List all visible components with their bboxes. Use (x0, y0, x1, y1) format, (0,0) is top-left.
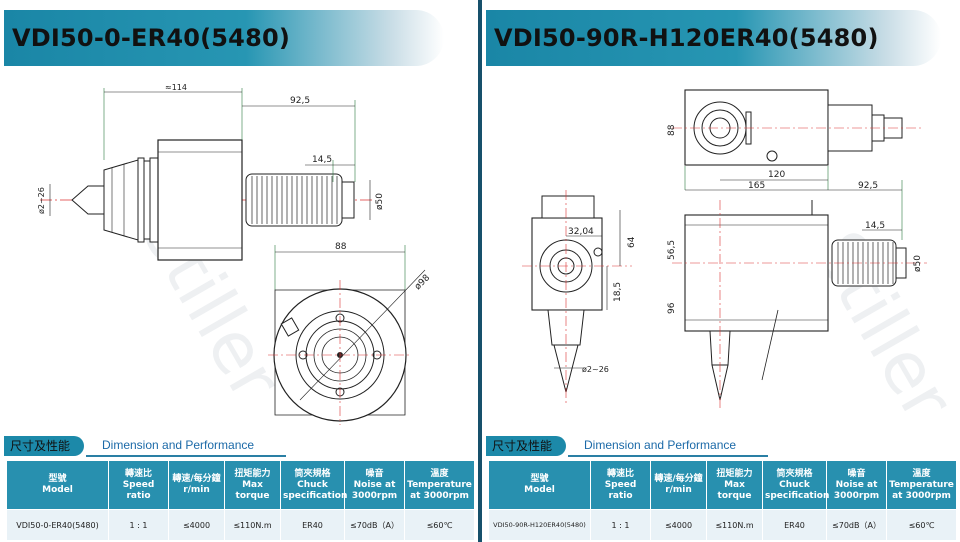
right-dim-18-label: 18,5 (613, 282, 623, 302)
left-serrated-shank (245, 173, 343, 227)
right-cell-temperature: ≤60℃ (886, 509, 957, 541)
right-technical-drawing: Stiller 88 120 165 92,5 14,5 ø50 56,5 96 (522, 89, 960, 434)
right-cell-noise: ≤70dB（A） (826, 509, 887, 541)
right-title-bar: VDI50-90R-H120ER40(5480) (486, 10, 941, 66)
right-section-en-label: Dimension and Performance (584, 438, 737, 452)
left-technical-drawing: Stiller ≈114 92,5 14,5 ø50 ø2~26 (37, 83, 432, 425)
right-height-96-label: 96 (667, 302, 677, 314)
right-side-view-body (684, 214, 829, 332)
right-section-underline (568, 455, 768, 457)
left-section-underline (86, 455, 286, 457)
left-cell-model: VDI50-0-ER40(5480) (6, 509, 109, 541)
left-main-body (157, 139, 243, 261)
left-cell-chuck: ER40 (280, 509, 345, 541)
right-collet-range-label: ø2~26 (582, 365, 609, 374)
left-cell-torque: ≤110N.m (224, 509, 281, 541)
left-product-title: VDI50-0-ER40(5480) (12, 24, 291, 52)
left-shank-end (341, 181, 355, 219)
left-collet-range-label: ø2~26 (37, 187, 46, 214)
right-product-panel: VDI50-90R-H120ER40(5480) Stiller 88 120 … (482, 0, 960, 542)
right-diameter-50-label: ø50 (913, 255, 923, 272)
right-dim-32-label: 32,04 (568, 227, 594, 237)
left-cell-temperature: ≤60℃ (404, 509, 475, 541)
left-section-en-label: Dimension and Performance (102, 438, 255, 452)
left-flange-ring-2 (143, 160, 151, 240)
panel-divider (478, 0, 482, 542)
left-section-cn-label: 尺寸及性能 (4, 436, 84, 456)
right-cell-chuck: ER40 (762, 509, 827, 541)
right-section-cn-label: 尺寸及性能 (486, 436, 566, 456)
right-dim-64-label: 64 (627, 236, 637, 248)
left-length-92-label: 92,5 (290, 96, 310, 106)
right-length-92-label: 92,5 (858, 181, 878, 191)
right-length-165-label: 165 (748, 181, 765, 191)
table-row: VDI50-0-ER40(5480) 1 : 1 ≤4000 ≤110N.m E… (6, 509, 475, 541)
right-cell-rpm: ≤4000 (650, 509, 707, 541)
right-product-title: VDI50-90R-H120ER40(5480) (494, 24, 879, 52)
left-title-bar: VDI50-0-ER40(5480) (4, 10, 444, 66)
left-diameter-50-label: ø50 (375, 193, 385, 210)
left-length-14-label: 14,5 (312, 155, 332, 165)
right-height-56-label: 56,5 (667, 240, 677, 260)
table-row: VDI50-90R-H120ER40(5480) 1 : 1 ≤4000 ≤11… (488, 509, 957, 541)
left-collet-nut (103, 159, 139, 241)
left-cell-rpm: ≤4000 (168, 509, 225, 541)
right-cell-speed-ratio: 1 : 1 (590, 509, 651, 541)
left-cell-noise: ≤70dB（A） (344, 509, 405, 541)
left-width-88-label: 88 (335, 242, 347, 252)
left-product-panel: VDI50-0-ER40(5480) Stiller ≈114 92,5 (0, 0, 478, 542)
right-height-88-label: 88 (667, 124, 677, 136)
left-cell-speed-ratio: 1 : 1 (108, 509, 169, 541)
right-length-120-label: 120 (768, 170, 785, 180)
left-tool-tip (71, 185, 105, 215)
left-overall-length-label: ≈114 (165, 83, 187, 92)
left-diameter-98-label: ø98 (413, 273, 432, 292)
right-length-14-label: 14,5 (865, 221, 885, 231)
left-diameter-98-line (299, 269, 426, 401)
left-flange-ring-1 (137, 157, 145, 243)
left-flange-ring-3 (149, 157, 159, 243)
right-cell-torque: ≤110N.m (706, 509, 763, 541)
right-cell-model: VDI50-90R-H120ER40(5480) (488, 509, 591, 541)
